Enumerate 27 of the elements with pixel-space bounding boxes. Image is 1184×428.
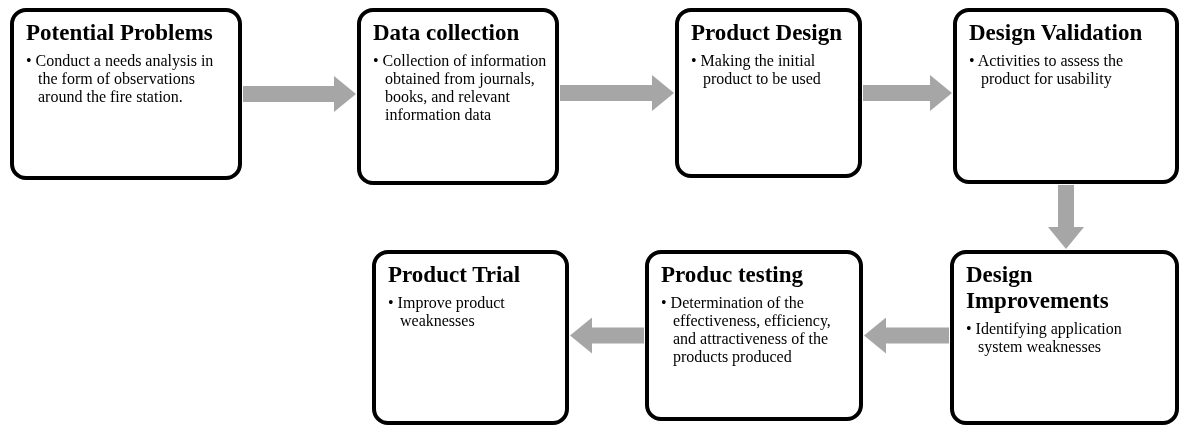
box-heading: Design Improvements [966,262,1110,314]
process-box [372,250,569,425]
process-box [950,250,1179,425]
process-box [675,8,862,178]
process-box [645,250,863,421]
block-arrow [243,76,356,112]
process-box [357,8,559,185]
box-heading: Data collection [373,20,521,46]
bullet-text: • Determination of the effectiveness, efficiency, and attractiveness of the products produced [661,294,832,366]
process-box [953,8,1179,184]
bullet-text: • Collection of information obtained from journals, books, and relevant information data [373,52,547,124]
block-arrow [570,317,644,354]
block-arrow [1048,185,1084,249]
box-heading: Design Validation [969,20,1144,46]
bullet-text: • Improve product weaknesses [388,294,506,330]
block-arrow [863,75,952,111]
block-arrow [560,75,674,111]
box-heading: Produc testing [661,262,805,288]
box-heading: Product Design [691,20,843,46]
bullet-text: • Identifying application system weaknesses [966,320,1123,356]
box-heading: Product Trial [388,262,522,288]
bullet-text: • Conduct a needs analysis in the form of observations around the fire station. [26,52,215,106]
box-heading: Potential Problems [26,20,214,46]
block-arrow [864,317,949,354]
process-box [10,8,242,180]
bullet-text: • Making the initial product to be used [691,52,822,88]
bullet-text: • Activities to assess the product for usability [969,52,1125,88]
